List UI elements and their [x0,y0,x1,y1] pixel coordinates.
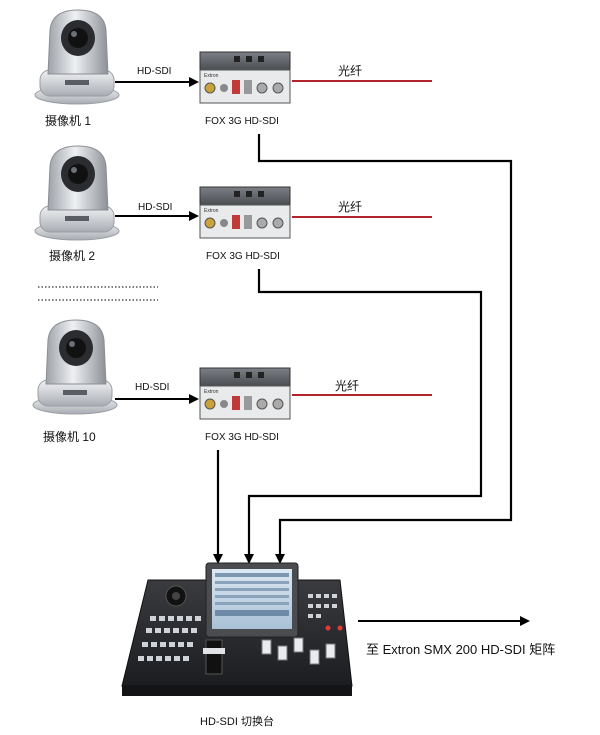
row-1: 摄像机 1 HD-SDI Extron FOX 3G HD-SDI 光纤 [34,9,432,128]
switcher-label: HD-SDI 切换台 [200,714,274,728]
link-label: HD-SDI [138,202,172,213]
device-label: FOX 3G HD-SDI [205,116,279,127]
ptz-camera-icon [34,145,120,241]
extron-brand-text: Extron [204,73,219,79]
row-2: 摄像机 2 HD-SDI Extron FOX 3G HD-SDI 光纤 [34,145,432,263]
hd-sdi-switcher-icon [121,562,353,696]
row-3: 摄像机 10 HD-SDI Extron FOX 3G HD-SDI 光纤 [32,319,432,444]
fox-transmitter-icon: Extron [199,51,291,104]
output-label: 至 Extron SMX 200 HD-SDI 矩阵 [366,642,555,657]
device-label: FOX 3G HD-SDI [206,251,280,262]
camera-label: 摄像机 1 [45,113,91,128]
camera-label: 摄像机 2 [49,248,95,263]
camera-2-route-line [244,269,483,564]
ptz-camera-icon [32,319,118,415]
fox-transmitter-icon: Extron [199,367,291,420]
fiber-label: 光纤 [338,64,362,78]
camera-1-route-line [257,134,513,564]
ptz-camera-icon [34,9,120,105]
fiber-label: 光纤 [338,200,362,214]
extron-brand-text: Extron [204,208,219,214]
camera-label: 摄像机 10 [43,429,96,444]
fox-transmitter-icon: Extron [199,186,291,239]
extron-brand-text: Extron [204,389,219,395]
link-label: HD-SDI [135,382,169,393]
link-label: HD-SDI [137,66,171,77]
fiber-label: 光纤 [335,379,359,393]
device-label: FOX 3G HD-SDI [205,432,279,443]
